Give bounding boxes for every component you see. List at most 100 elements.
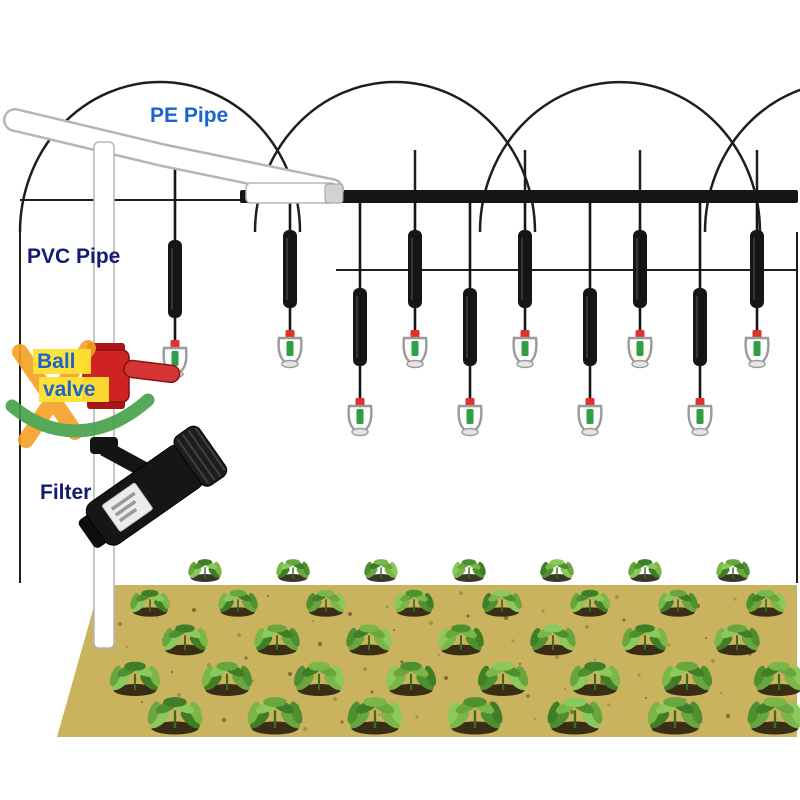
plant-leaf xyxy=(550,711,570,729)
plant xyxy=(218,589,258,617)
plant-leaf xyxy=(637,559,653,566)
plant-leaf xyxy=(384,567,397,579)
anti-drip-valve-icon xyxy=(695,398,705,406)
plant-leaf xyxy=(682,599,696,613)
soil-speckle xyxy=(541,609,545,613)
soil-speckle xyxy=(118,622,122,626)
plant-leaf xyxy=(189,636,206,651)
plant-leaf xyxy=(424,592,434,610)
sprinkler-nozzle xyxy=(753,341,761,356)
plant-leaf xyxy=(164,636,181,651)
soil-speckle xyxy=(340,720,344,724)
soil-speckle xyxy=(526,694,530,698)
sprinkler-nozzle xyxy=(466,409,474,424)
plant xyxy=(530,624,576,656)
plant-leaf xyxy=(543,624,563,633)
plant xyxy=(347,697,403,735)
dropper xyxy=(687,196,713,437)
soil-speckle xyxy=(428,620,434,626)
sprinkler-head xyxy=(627,330,653,369)
plant-leaf xyxy=(649,636,666,651)
sprinkler-head xyxy=(512,330,538,369)
plant-leaf xyxy=(289,627,300,647)
sprinkler-spinner xyxy=(351,427,369,437)
plant-leaf xyxy=(277,567,290,579)
plant-leaf xyxy=(484,599,498,613)
plant-leaf xyxy=(584,661,606,671)
soil-speckle xyxy=(466,614,470,618)
dripper-weight xyxy=(633,230,647,308)
soil-speckle xyxy=(385,605,389,609)
plant-leaf xyxy=(572,599,586,613)
ball-valve-highlight xyxy=(33,349,91,374)
filter-cap-rib xyxy=(176,438,210,485)
plant xyxy=(394,589,434,617)
dropper xyxy=(744,196,770,369)
plant-leaf xyxy=(347,701,360,724)
soil-speckle xyxy=(725,713,731,719)
plant-leaf xyxy=(624,636,641,651)
dripper-weight xyxy=(583,288,597,366)
plant-leaf xyxy=(267,624,287,633)
sprinkler-nozzle xyxy=(286,341,294,356)
plant xyxy=(540,559,574,582)
plant xyxy=(109,661,161,696)
plant-leaf xyxy=(180,711,200,729)
plant-leaf xyxy=(688,592,698,610)
plant-leaf xyxy=(281,636,298,651)
plant-leaf xyxy=(147,701,160,724)
plant-leaf xyxy=(388,674,406,691)
plant xyxy=(628,559,662,582)
plant-leaf xyxy=(727,624,747,633)
soil-speckle xyxy=(710,658,716,664)
soil-speckle xyxy=(347,611,353,617)
plant xyxy=(477,661,529,696)
plant-leaf xyxy=(440,636,457,651)
plant xyxy=(254,624,300,656)
logo-stroke-green xyxy=(5,393,155,438)
filter-cap-rib xyxy=(181,433,216,481)
plant-leaf xyxy=(390,561,398,576)
soil-speckle xyxy=(392,628,396,632)
plant xyxy=(188,559,222,582)
soil-speckle xyxy=(554,654,560,660)
soil-speckle xyxy=(563,687,567,691)
filter-drain-cap xyxy=(78,514,108,548)
plant-leaf xyxy=(242,599,256,613)
dropper xyxy=(347,196,373,437)
anti-drip-valve-icon xyxy=(355,398,365,406)
plant-leaf xyxy=(650,711,670,729)
plant-leaf xyxy=(566,561,574,576)
labels: PE Pipe PVC Pipe Ball valve Filter xyxy=(27,104,228,504)
plant-leaf xyxy=(763,697,787,707)
plant-leaf xyxy=(541,567,554,579)
plant-leaf xyxy=(189,567,202,579)
plant xyxy=(162,624,208,656)
plant-leaf xyxy=(629,567,642,579)
plant-leaf xyxy=(197,627,208,647)
soil-speckle xyxy=(332,696,338,702)
sprinkler-nozzle xyxy=(171,351,179,366)
plant xyxy=(482,589,522,617)
plant-leaf xyxy=(160,592,170,610)
plant xyxy=(247,697,303,735)
plant xyxy=(276,559,310,582)
plant-leaf xyxy=(285,559,301,566)
plant-leaf xyxy=(306,592,316,610)
anti-drip-valve-icon xyxy=(752,330,762,338)
plant-leaf xyxy=(657,627,668,647)
plant-leaf xyxy=(506,599,520,613)
plant-leaf xyxy=(472,567,485,579)
plant-leaf xyxy=(201,665,214,687)
plant-leaf xyxy=(608,665,621,687)
plant-leaf xyxy=(512,592,522,610)
plant-leaf xyxy=(280,711,300,729)
plant-leaf xyxy=(716,636,733,651)
plant xyxy=(385,661,437,696)
pe-pipe xyxy=(240,190,798,203)
hanger-stubs xyxy=(413,150,759,194)
plant-leaf xyxy=(208,567,221,579)
plant-leaf xyxy=(658,592,668,610)
soil-speckle xyxy=(415,715,419,719)
